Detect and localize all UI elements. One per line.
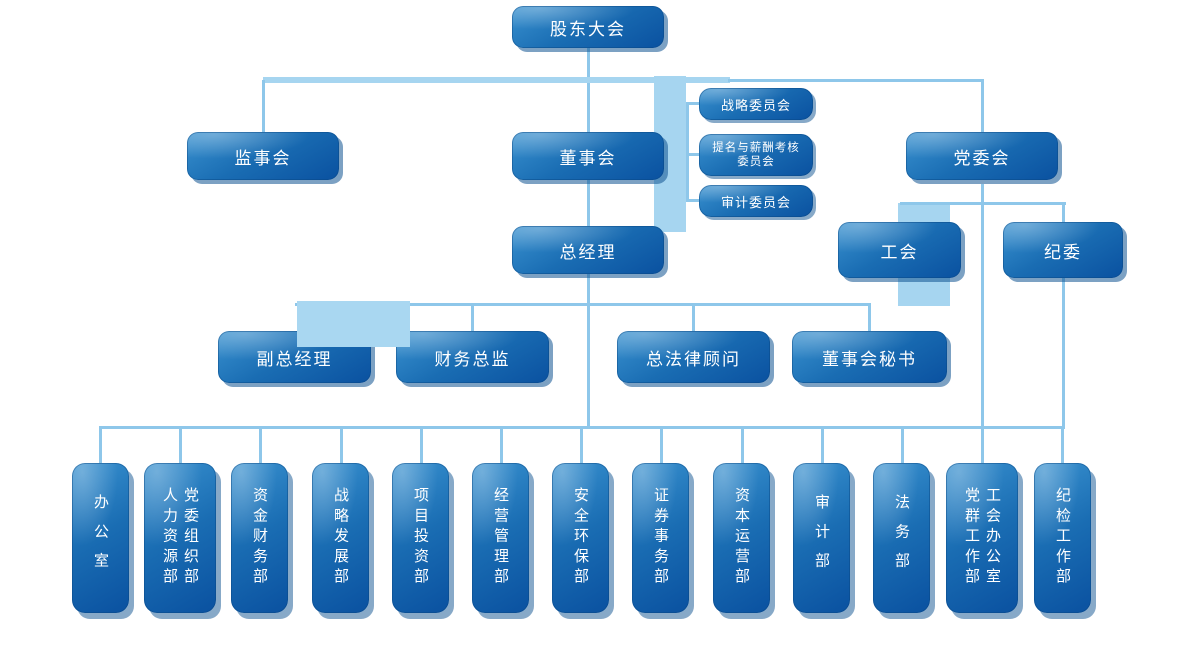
connector-dept-stub <box>821 426 824 463</box>
node-label: 资本运营部 <box>733 487 750 589</box>
connector-dept-stub <box>580 426 583 463</box>
connector-dept-stub <box>660 426 663 463</box>
connector-dept-stub <box>99 426 102 463</box>
dept-strategy-development: 战略发展部 <box>312 463 369 613</box>
node-label: 财务总监 <box>434 349 511 369</box>
node-label: 监事会 <box>234 148 292 168</box>
connector-dept-stub <box>259 426 262 463</box>
node-label: 党委会 <box>953 148 1011 168</box>
connector-top-thin <box>728 79 984 82</box>
node-label: 总法律顾问 <box>646 349 741 369</box>
connector-drop-supervisory <box>262 80 265 132</box>
node-label: 资金财务部 <box>251 487 268 589</box>
node-label: 董事会秘书 <box>822 349 917 369</box>
node-shareholders-meeting: 股东大会 <box>512 6 664 48</box>
node-label: 战略委员会 <box>720 97 791 113</box>
connector-dept-stub <box>741 426 744 463</box>
dept-capital-operations: 资本运营部 <box>713 463 770 613</box>
connector-committee-spine <box>686 102 689 202</box>
connector-committee-stub-3 <box>686 199 700 202</box>
connector-dept-stub <box>981 426 984 463</box>
dept-discipline-inspection: 纪检工作部 <box>1034 463 1091 613</box>
node-label: 纪检工作部 <box>1054 487 1071 589</box>
connector-party-branch <box>900 202 1066 205</box>
dept-office: 办公室 <box>72 463 129 613</box>
connector-dept-stub <box>901 426 904 463</box>
node-general-counsel: 总法律顾问 <box>617 331 770 383</box>
dept-project-investment: 项目投资部 <box>392 463 449 613</box>
connector-root-spine <box>587 48 590 132</box>
connector-drop-cfo <box>471 303 474 331</box>
node-label: 项目投资部 <box>412 487 429 589</box>
dept-legal: 法务部 <box>873 463 930 613</box>
node-cfo: 财务总监 <box>396 331 549 383</box>
node-label: 副总经理 <box>256 349 333 369</box>
node-party-committee: 党委会 <box>906 132 1058 180</box>
connector-dept-stub <box>340 426 343 463</box>
node-label: 总经理 <box>559 242 617 262</box>
node-label: 经营管理部 <box>492 487 509 589</box>
dept-audit: 审计部 <box>793 463 850 613</box>
node-board-secretary: 董事会秘书 <box>792 331 947 383</box>
node-strategy-committee: 战略委员会 <box>699 88 813 120</box>
node-label: 提名与薪酬考核 委员会 <box>712 141 800 168</box>
connector-dept-stub <box>500 426 503 463</box>
node-board-of-directors: 董事会 <box>512 132 664 180</box>
node-label: 党委组织部 人力资源部 <box>161 487 199 589</box>
dept-party-organization-hr: 党委组织部 人力资源部 <box>144 463 216 613</box>
deputy-gm-band <box>297 301 410 347</box>
node-label: 工会 <box>880 242 919 262</box>
connector-gm-down <box>587 274 590 429</box>
node-discipline-committee: 纪委 <box>1003 222 1123 278</box>
node-label: 工会办公室 党群工作部 <box>963 487 1001 589</box>
node-nomination-remuneration-committee: 提名与薪酬考核 委员会 <box>699 134 813 176</box>
dept-operations-management: 经营管理部 <box>472 463 529 613</box>
dept-securities-affairs: 证券事务部 <box>632 463 689 613</box>
connector-committee-stub-1 <box>686 102 700 105</box>
node-label: 审计委员会 <box>720 194 791 210</box>
connector-top-thick <box>263 77 730 83</box>
connector-drop-counsel <box>692 303 695 331</box>
node-general-manager: 总经理 <box>512 226 664 274</box>
node-label: 审计部 <box>813 494 830 582</box>
dept-union-office-party-mass-work: 工会办公室 党群工作部 <box>946 463 1018 613</box>
connector-discipline-down <box>1062 202 1065 429</box>
dept-funds-finance: 资金财务部 <box>231 463 288 613</box>
node-labor-union: 工会 <box>838 222 961 278</box>
connector-drop-secretary <box>868 303 871 331</box>
connector-party-down <box>981 184 984 429</box>
connector-dept-stub <box>420 426 423 463</box>
dept-safety-environment: 安全环保部 <box>552 463 609 613</box>
node-label: 纪委 <box>1044 242 1082 262</box>
node-label: 战略发展部 <box>332 487 349 589</box>
connector-dept-stub <box>179 426 182 463</box>
node-label: 证券事务部 <box>652 487 669 589</box>
node-label: 法务部 <box>893 494 910 582</box>
node-label: 办公室 <box>92 494 109 582</box>
connector-exec-row <box>295 303 871 306</box>
connector-committee-stub-2 <box>686 153 700 156</box>
node-label: 董事会 <box>559 148 617 168</box>
connector-dept-stub <box>1061 426 1064 463</box>
node-label: 安全环保部 <box>572 487 589 589</box>
connector-board-gm <box>587 180 590 226</box>
node-label: 股东大会 <box>550 19 626 39</box>
node-audit-committee: 审计委员会 <box>699 185 813 217</box>
connector-drop-party <box>981 80 984 132</box>
node-supervisory-board: 监事会 <box>187 132 339 180</box>
